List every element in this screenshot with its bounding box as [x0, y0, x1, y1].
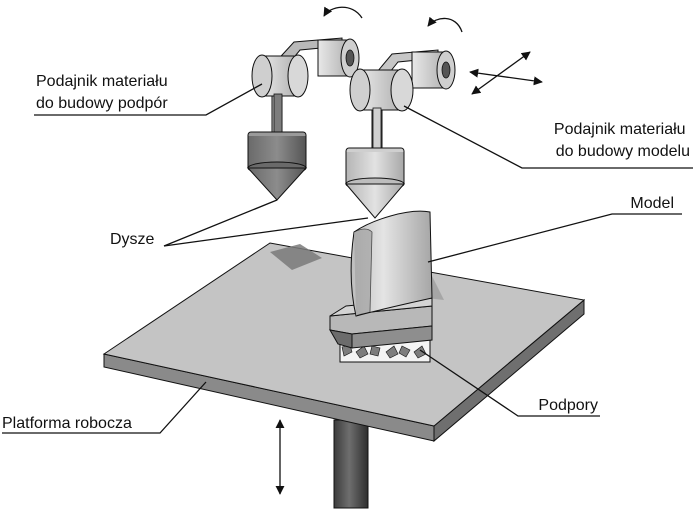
- leader-nozzles-1: [163, 199, 278, 247]
- rotation-arrow-support-feeder: [323, 6, 363, 19]
- platform-column: [333, 419, 369, 509]
- model-material-feeder: [344, 49, 456, 219]
- leader-supports: [419, 349, 600, 417]
- label-model-feeder: Podajnik materiału do budowy modelu: [554, 121, 690, 160]
- rotation-arrow-model-feeder: [427, 16, 463, 33]
- xy-motion-arrows: [469, 51, 543, 95]
- label-nozzles: Dysze: [110, 231, 155, 248]
- nozzle-shadow: [270, 244, 322, 270]
- label-support-feeder: Podajnik materiału do budowy podpór: [36, 73, 172, 112]
- leader-nozzles-2: [163, 217, 369, 247]
- label-model: Model: [630, 195, 674, 212]
- leader-support-feeder: [34, 83, 263, 116]
- leader-model-feeder: [403, 105, 693, 169]
- leader-platform: [2, 381, 207, 434]
- leader-model: [427, 213, 682, 263]
- model-part: [329, 210, 433, 349]
- support-material-feeder: [246, 37, 360, 201]
- label-supports: Podpory: [538, 397, 598, 414]
- label-platform: Platforma robocza: [2, 415, 132, 432]
- leader-lines: [2, 83, 693, 434]
